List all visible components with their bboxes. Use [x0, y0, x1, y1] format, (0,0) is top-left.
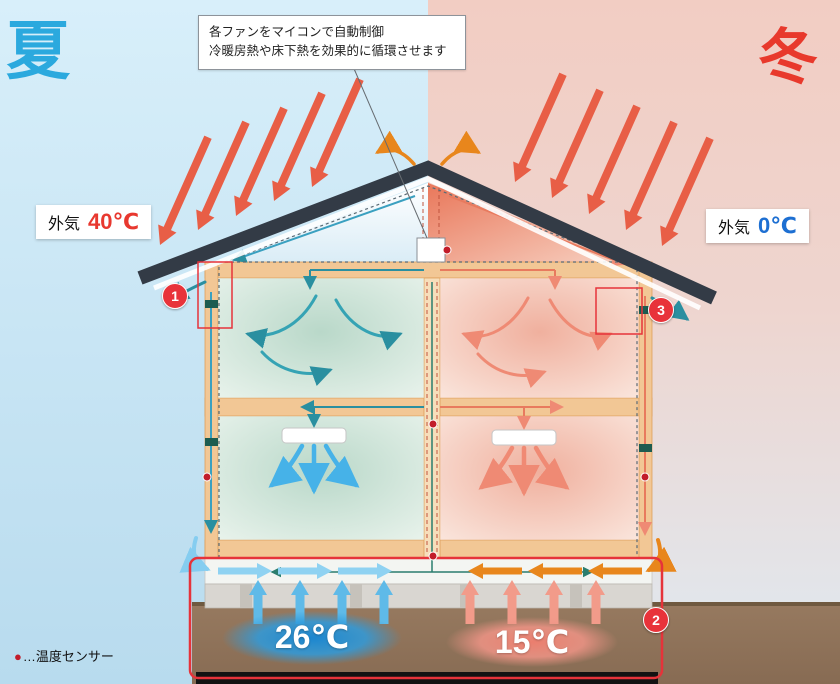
room-airflow-swirls — [245, 294, 613, 389]
fan-airflow-left — [268, 443, 360, 495]
wall-dampers — [205, 300, 652, 452]
callout-pointer-line — [351, 63, 428, 239]
badge-3: 3 — [648, 297, 674, 323]
callout-line-2: 冷暖房熱や床下熱を効果的に循環させます — [209, 44, 447, 59]
badge-1: 1 — [162, 283, 188, 309]
callout-box: 各ファンをマイコンで自動制御 冷暖房熱や床下熱を効果的に循環させます — [198, 15, 466, 70]
thermal-envelope — [218, 185, 638, 558]
sensor-legend-text: …温度センサー — [22, 649, 114, 664]
fan-units — [268, 427, 570, 497]
outside-air-label-summer: 外気 — [48, 216, 81, 233]
ground-temp-ellipse-cool — [222, 611, 402, 665]
outside-air-temp-winter: 0℃ — [758, 213, 797, 238]
season-label-winter: 冬 — [758, 23, 818, 93]
main-fan-unit — [416, 237, 446, 263]
fan-unit-right — [491, 429, 557, 446]
underfloor-temp-warm: 15℃ — [494, 624, 570, 660]
sensor-legend-marker: ● — [14, 649, 22, 664]
temperature-sensors — [202, 245, 650, 561]
outside-air-box-winter: 外気 0℃ — [706, 209, 809, 243]
fan-unit-left — [281, 427, 347, 444]
callout-line-1: 各ファンをマイコンで自動制御 — [209, 25, 385, 39]
sensor-legend: ●…温度センサー — [14, 646, 114, 665]
outside-air-label-winter: 外気 — [718, 220, 751, 237]
house-structure — [204, 261, 653, 609]
badge-2: 2 — [643, 607, 669, 633]
season-label-summer: 夏 — [6, 14, 70, 89]
ridge-vent-arrows — [374, 130, 482, 166]
fan-airflow-right — [478, 445, 570, 497]
outside-air-temp-summer: 40℃ — [88, 209, 140, 234]
roof — [137, 160, 717, 311]
ground-temp-ellipse-warm — [446, 617, 618, 667]
outside-air-box-summer: 外気 40℃ — [36, 205, 152, 239]
underfloor-temp-cool: 26℃ — [274, 619, 350, 655]
